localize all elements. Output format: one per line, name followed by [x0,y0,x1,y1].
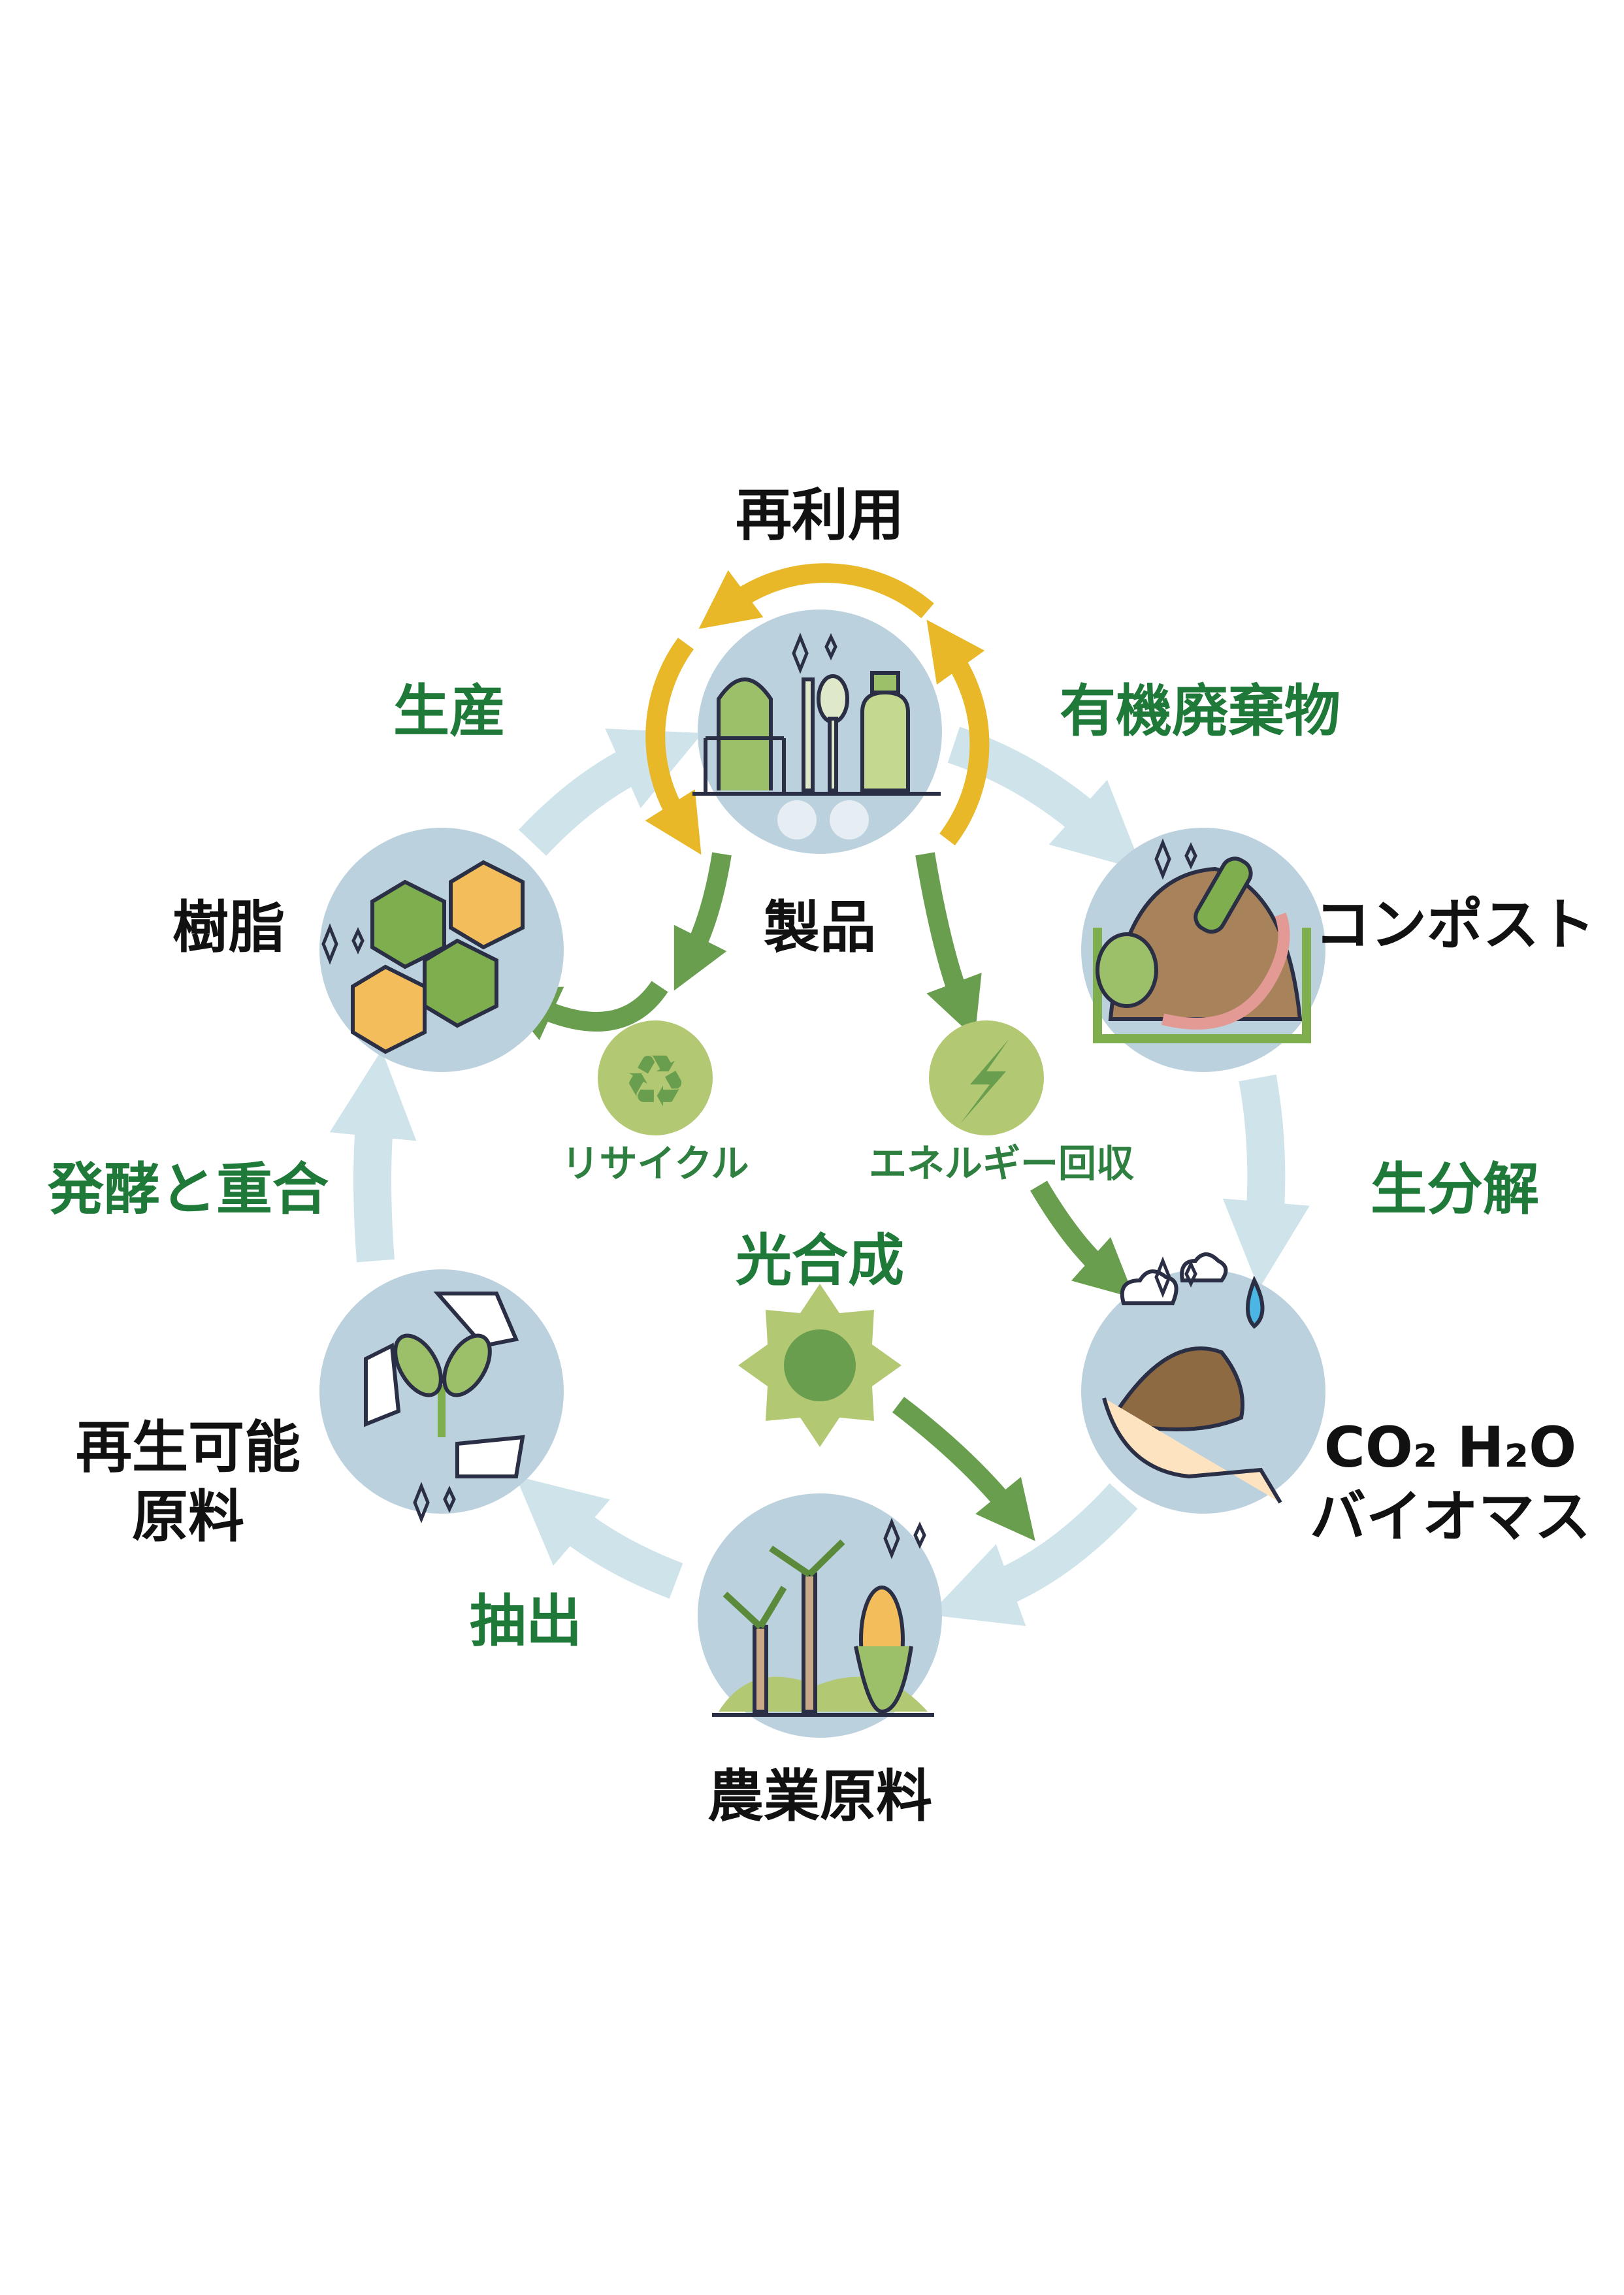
recycle-icon: ♻ [623,1039,688,1123]
energy-recovery-node [929,1020,1044,1135]
label-photosynthesis: 光合成 [736,1228,904,1294]
renewable-node [319,1269,564,1514]
sugarcane-corn-icon [712,1539,934,1717]
label-products: 製品 [764,895,876,960]
arrow-biomass-to-agri [929,1483,1138,1626]
arrow-sun-to-agri [892,1397,1035,1541]
arrow-agri-to-renewable [515,1476,683,1599]
sun-icon [738,1284,901,1447]
label-recycle: リサイクル [561,1141,749,1186]
reuse-arrow-right [926,619,990,846]
arrow-resin-to-products [518,728,703,856]
biomass-node [1081,1252,1325,1514]
recycle-button: ♻ [598,1020,713,1135]
label-co2-h2o: CO₂ H₂O [1324,1415,1577,1480]
label-fermentation: 発酵と重合 [48,1157,329,1222]
arrow-renewable-to-resin [329,1050,417,1263]
arrow-energy-to-biomass [1030,1180,1135,1299]
chair-cutlery-bottle-icon [692,671,941,796]
arrow-compost-to-biomass [1222,1074,1310,1290]
label-renewable-2: 原料 [132,1484,244,1550]
label-extraction: 抽出 [470,1589,582,1654]
resin-node [319,828,564,1072]
sparkle-icons [321,632,1197,1559]
cubes-icon [351,860,525,1054]
label-resin: 樹脂 [172,895,285,960]
arrow-products-to-recycle [674,852,732,991]
label-production: 生産 [393,679,506,744]
compost-node [1081,828,1325,1072]
arrow-recycle-to-resin [498,981,668,1041]
label-compost: コンポスト [1314,892,1595,958]
label-reuse: 再利用 [736,483,904,548]
label-biomass: バイオマス [1310,1484,1591,1550]
agri-node [698,1493,942,1738]
label-biodegradation: 生分解 [1371,1157,1539,1222]
label-agri: 農業原料 [707,1764,932,1829]
label-renewable-1: 再生可能 [76,1415,300,1480]
compost-bin-icon [1093,856,1311,1043]
reuse-arrow-top [698,563,934,629]
lightning-icon [960,1039,1009,1124]
recycle-sprout-icon [364,1292,525,1478]
label-energy-recovery: エネルギー回収 [869,1141,1134,1186]
reuse-arrow-left [645,638,702,855]
products-node [692,610,942,854]
soil-in-hand-icon [1102,1252,1282,1504]
label-organic-waste: 有機廃棄物 [1060,679,1340,744]
gear-icon [777,800,869,839]
arrow-products-to-energy [915,852,982,1038]
